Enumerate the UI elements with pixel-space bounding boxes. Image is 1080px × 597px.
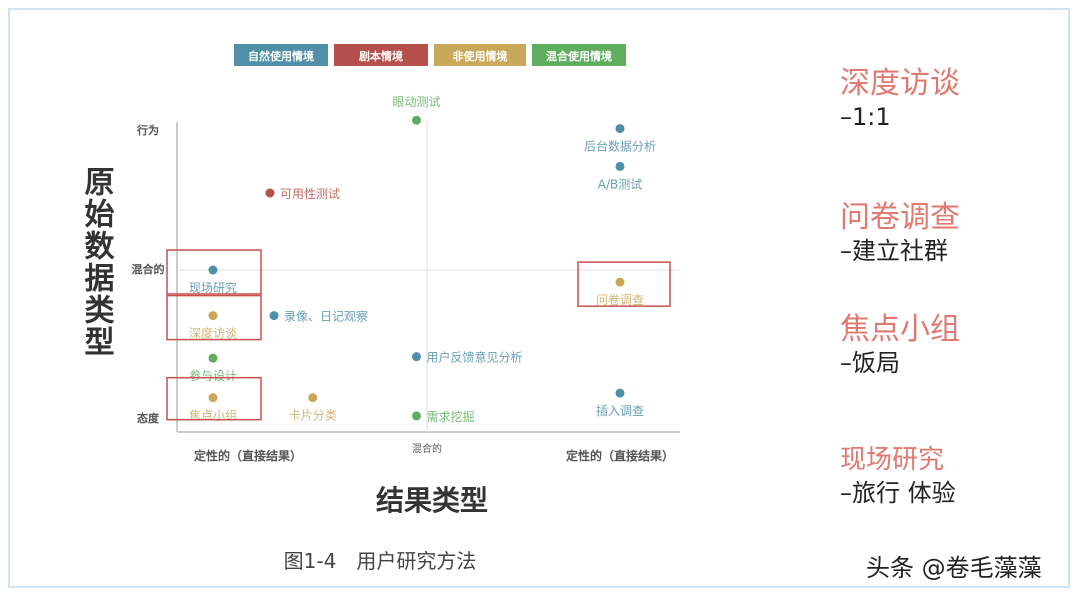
point-label: 可用性测试 (280, 186, 340, 201)
side-note-1: 深度访谈 –1:1 (840, 66, 960, 132)
data-point (615, 388, 625, 398)
data-point (615, 124, 625, 134)
data-point (208, 311, 218, 321)
y-axis-title: 原始数据类型 (79, 166, 115, 358)
side-note-sub: –1:1 (840, 103, 891, 131)
point-label: 现场研究 (189, 280, 237, 295)
side-note-sub: –饭局 (840, 349, 900, 377)
point-label: 深度访谈 (189, 326, 237, 341)
data-point (208, 393, 218, 403)
x-axis-title: 结果类型 (376, 484, 488, 517)
y-tick-label: 态度 (137, 411, 160, 425)
highlight-box (166, 294, 262, 341)
point-label: 需求挖掘 (427, 409, 475, 424)
legend-swatch (234, 44, 328, 66)
point-label: A/B测试 (598, 176, 643, 191)
data-point (615, 161, 625, 171)
y-tick-label: 混合的 (132, 262, 165, 276)
x-tick-label: 定性的（直接结果） (194, 448, 302, 463)
side-note-title: 现场研究 (840, 445, 945, 475)
data-point (615, 277, 625, 287)
point-label: 后台数据分析 (584, 139, 656, 154)
data-point (412, 411, 421, 421)
side-note-sub: –旅行 体验 (840, 479, 956, 507)
point-label: 插入调查 (596, 404, 644, 418)
data-point (412, 352, 421, 362)
image-frame (8, 8, 1070, 588)
point-label: 卡片分类 (289, 409, 337, 423)
point-label: 焦点小组 (189, 409, 237, 423)
point-label: 参与设计 (189, 368, 237, 383)
legend-label: 自然使用情境 (248, 49, 314, 63)
side-note-4: 现场研究 –旅行 体验 (840, 442, 956, 508)
data-point (269, 311, 279, 321)
legend-label: 剧本情境 (359, 49, 403, 63)
point-label: 用户反馈意见分析 (427, 350, 523, 365)
legend-swatch (434, 44, 526, 66)
x-tick-label: 混合的 (412, 442, 442, 455)
legend-swatch (532, 44, 626, 66)
data-point (412, 115, 421, 125)
highlight-box (166, 376, 262, 421)
point-label: 录像、日记观察 (284, 310, 368, 324)
side-note-title: 深度访谈 (840, 66, 960, 101)
legend-swatch (334, 44, 428, 66)
data-point (208, 353, 218, 363)
x-tick-label: 定性的（直接结果） (566, 448, 674, 463)
y-tick-label: 行为 (136, 123, 159, 137)
data-point (208, 265, 218, 275)
highlight-box (577, 261, 671, 307)
data-point (308, 393, 318, 403)
data-point (265, 188, 275, 198)
highlight-box (166, 249, 262, 295)
legend-label: 混合使用情境 (546, 49, 612, 63)
side-note-title: 焦点小组 (840, 312, 960, 347)
side-note-title: 问卷调查 (840, 200, 960, 235)
point-label: 问卷调查 (596, 292, 644, 307)
figure-caption: 图1-4 用户研究方法 (284, 549, 477, 573)
legend-label: 非使用情境 (453, 49, 508, 63)
watermark: 头条 @卷毛藻藻 (866, 554, 1042, 582)
side-note-2: 问卷调查 –建立社群 (840, 200, 960, 266)
side-note-3: 焦点小组 –饭局 (840, 312, 960, 378)
side-note-sub: –建立社群 (840, 237, 948, 265)
point-label: 眼动测试 (392, 94, 440, 109)
